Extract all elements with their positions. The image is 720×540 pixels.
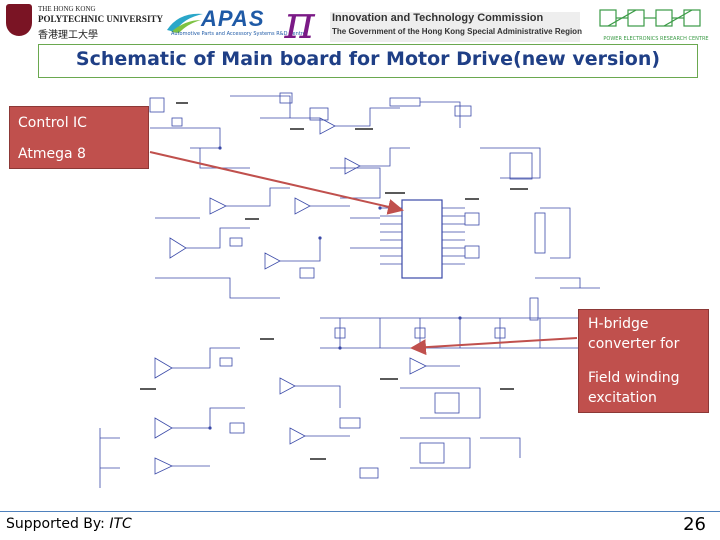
supported-by-prefix: Supported By: bbox=[6, 516, 110, 532]
page-title: Schematic of Main board for Motor Drive(… bbox=[75, 48, 661, 70]
perc-logo: POWER ELECTRONICS RESEARCH CENTRE bbox=[596, 4, 716, 44]
apas-logo: APAS Automotive Parts and Accessory Syst… bbox=[165, 6, 306, 38]
itc-line1: Innovation and Technology Commission bbox=[332, 12, 544, 24]
logo-bar: THE HONG KONG POLYTECHNIC UNIVERSITY 香港理… bbox=[0, 0, 720, 45]
control-ic-callout: Control IC Atmega 8 bbox=[9, 106, 149, 169]
apas-swoosh-icon bbox=[167, 13, 203, 33]
footer-rule bbox=[0, 511, 720, 512]
circuit-schematic-image bbox=[99, 92, 600, 488]
title-frame: Schematic of Main board for Motor Drive(… bbox=[38, 44, 698, 78]
itc-logo-text: Innovation and Technology Commission The… bbox=[330, 12, 582, 42]
hbridge-callout: H-bridge converter for Field winding exc… bbox=[578, 309, 709, 413]
hbridge-line2: converter for bbox=[588, 336, 680, 352]
polyu-crest-icon bbox=[6, 4, 32, 36]
supported-by-org: ITC bbox=[109, 516, 132, 532]
perc-text: POWER ELECTRONICS RESEARCH CENTRE bbox=[603, 36, 709, 42]
supported-by: Supported By: ITC bbox=[6, 516, 132, 532]
apas-subtitle: Automotive Parts and Accessory Systems R… bbox=[171, 31, 306, 37]
polyu-line2: POLYTECHNIC UNIVERSITY bbox=[38, 14, 163, 24]
polyu-line3: 香港理工大學 bbox=[38, 30, 98, 41]
control-ic-label: Control IC bbox=[18, 115, 87, 131]
hbridge-line3: Field winding bbox=[588, 370, 680, 386]
polyu-line1: THE HONG KONG bbox=[38, 5, 96, 13]
itc-line2: The Government of the Hong Kong Special … bbox=[332, 27, 582, 36]
hbridge-line1: H-bridge bbox=[588, 316, 649, 332]
perc-network-icon bbox=[599, 9, 701, 27]
page-number: 26 bbox=[683, 514, 706, 535]
apas-wordmark: APAS bbox=[201, 6, 265, 31]
control-ic-part: Atmega 8 bbox=[18, 146, 86, 162]
hbridge-line4: excitation bbox=[588, 390, 657, 406]
polyu-logo: THE HONG KONG POLYTECHNIC UNIVERSITY 香港理… bbox=[6, 4, 163, 41]
itc-pi-icon: π bbox=[284, 0, 315, 49]
